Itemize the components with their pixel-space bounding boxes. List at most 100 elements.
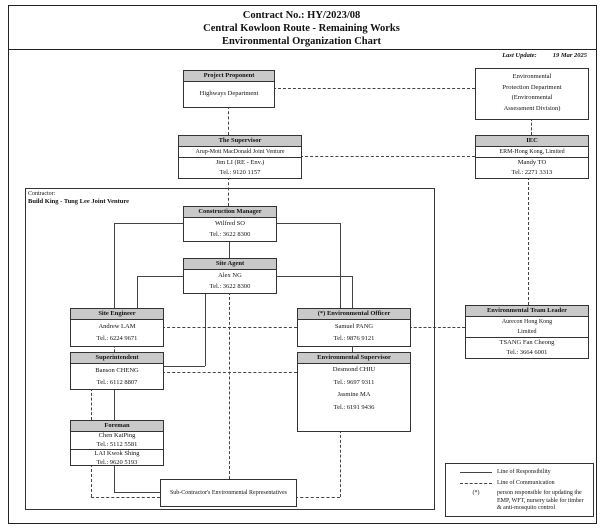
page-border: [8, 5, 597, 524]
box-header: Construction Manager: [184, 207, 276, 218]
box-line: Alex NG: [218, 272, 242, 279]
box-line: Tel.: 9697 9311: [333, 378, 375, 386]
connector-cm-siteengineer-h: [114, 223, 183, 224]
connector-se-superintendent: [114, 345, 115, 352]
legend-communication-label: Line of Communication: [497, 480, 555, 486]
title-project: Central Kowloon Route - Remaining Works: [203, 23, 400, 34]
box-header: Environmental Supervisor: [298, 353, 410, 364]
connector-left-subcontractor-h: [91, 497, 160, 498]
box-environmental-supervisor: Environmental Supervisor Desmond CHIU Te…: [297, 352, 411, 432]
connector-supervisor-cm: [228, 177, 229, 206]
title-divider: [8, 49, 596, 50]
box-header: The Supervisor: [179, 136, 301, 147]
connector-sa-subcontractor: [229, 292, 230, 479]
box-line: Jasmine MA: [337, 391, 371, 398]
box-line: Tel.: 6112 8807: [96, 379, 138, 386]
box-line: Tel.: 2271 3313: [511, 169, 553, 176]
box-line: Tel.: 3622 8300: [209, 283, 251, 290]
box-environmental-team-leader: Environmental Team Leader Aurecon Hong K…: [465, 305, 589, 359]
box-line: TSANG Fan Cheong: [499, 339, 555, 346]
legend-responsibility-label: Line of Responsibility: [497, 469, 551, 475]
connector-eo-envsupervisor: [352, 345, 353, 352]
page-title: Contract No.: HY/2023/08 Central Kowloon…: [0, 9, 603, 48]
box-organisation: ERM-Hong Kong, Limited: [476, 147, 588, 158]
box-line: Tel.: 9120 1157: [219, 169, 261, 176]
box-line: Samuel PANG: [334, 323, 374, 330]
connector-sa-siteengineer-v: [137, 276, 138, 308]
connector-sa-siteengineer-h: [137, 276, 183, 277]
star-note: person responsible for updating the EMP,…: [497, 490, 584, 511]
box-line: (Environmental: [511, 94, 553, 101]
connector-foreman-subcontractor-h: [114, 492, 160, 493]
box-header: Project Proponent: [184, 71, 274, 82]
box-line: Jim LI (RE - Env.): [215, 159, 265, 166]
box-site-engineer: Site Engineer Andrew LAM Tel.: 6224 9671: [70, 308, 164, 347]
box-line: Environmental: [512, 73, 552, 80]
box-line: Assessment Division): [503, 104, 561, 112]
box-line: Sub-Contractor's Environmental Represent…: [169, 490, 288, 496]
box-header: IEC: [476, 136, 588, 147]
box-header: Superintendent: [71, 353, 163, 364]
last-update-label: Last Update:: [502, 52, 537, 59]
box-line: Protection Department: [502, 83, 562, 91]
legend-star-row: (*) person responsible for updating the …: [460, 490, 587, 513]
connector-sa-superintendent-h: [162, 366, 205, 367]
dashed-line-sample: [460, 482, 492, 484]
connector-cm-siteengineer-v: [114, 223, 115, 308]
box-line: Banson CHENG: [95, 367, 139, 374]
title-chart: Environmental Organization Chart: [221, 36, 382, 47]
box-line: Chen KaiPing: [98, 432, 136, 439]
connector-cm-siteagent: [229, 240, 230, 258]
box-superintendent: Superintendent Banson CHENG Tel.: 6112 8…: [70, 352, 164, 390]
connector-foreman-subcontractor-v: [114, 464, 115, 492]
last-update: Last Update: 19 Mar 2025: [502, 52, 587, 59]
box-line: Wilfred SO: [215, 220, 245, 227]
connector-supervisor-iec: [300, 156, 475, 157]
connector-es-subcontractor-h: [295, 497, 340, 498]
box-epd: Environmental Protection Department (Env…: [475, 68, 589, 120]
connector-superintendent-down: [91, 388, 92, 420]
box-line: Tel.: 5112 5581: [96, 440, 138, 448]
connector-pp-epd: [273, 88, 475, 89]
box-line: Tel.: 3664 6001: [506, 349, 548, 356]
box-construction-manager: Construction Manager Wilfred SO Tel.: 36…: [183, 206, 277, 242]
connector-iec-etl: [528, 177, 529, 305]
box-organisation-line: Aurecon Hong Kong: [501, 319, 553, 325]
contractor-label-title: Contractor:: [28, 191, 56, 197]
box-organisation: Arup-Mott MacDonald Joint Venture: [179, 147, 301, 158]
solid-line-sample: [460, 471, 492, 473]
connector-cm-envofficer-h: [275, 223, 340, 224]
box-subcontractor-representatives: Sub-Contractor's Environmental Represent…: [160, 479, 297, 507]
contractor-frame: [25, 188, 435, 510]
connector-pp-supervisor: [228, 106, 229, 135]
box-line: Tel.: 9876 9121: [333, 335, 375, 342]
box-environmental-officer: (*) Environmental Officer Samuel PANG Te…: [297, 308, 411, 347]
box-header: (*) Environmental Officer: [298, 309, 410, 320]
box-line: Mandy TO: [517, 159, 547, 166]
connector-sa-envofficer-v: [352, 276, 353, 308]
title-contract-no: Contract No.: HY/2023/08: [242, 10, 361, 21]
contractor-name: Build King - Tung Lee Joint Venture: [28, 198, 130, 205]
connector-epd-iec: [531, 118, 532, 135]
box-site-agent: Site Agent Alex NG Tel.: 3622 8300: [183, 258, 277, 294]
legend-responsibility-row: Line of Responsibility: [460, 469, 587, 475]
connector-sa-envofficer-h: [275, 276, 352, 277]
box-header: Foreman: [71, 421, 163, 432]
box-header: Site Engineer: [71, 309, 163, 320]
box-project-proponent: Project Proponent Highways Department: [183, 70, 275, 108]
connector-superintendent-es: [162, 372, 297, 373]
connector-eo-etl: [409, 327, 465, 328]
last-update-date: 19 Mar 2025: [552, 52, 587, 59]
box-iec: IEC ERM-Hong Kong, Limited Mandy TO Tel.…: [475, 135, 589, 179]
box-foreman: Foreman Chen KaiPing Tel.: 5112 5581 LAI…: [70, 420, 164, 466]
legend: Line of Responsibility Line of Communica…: [445, 463, 594, 517]
box-line: Desmond CHIU: [332, 366, 376, 373]
connector-superintendent-foreman: [114, 388, 115, 420]
box-line: Tel.: 6224 9671: [96, 335, 138, 342]
box-organisation: Aurecon Hong Kong Limited: [466, 317, 588, 338]
box-header: Environmental Team Leader: [466, 306, 588, 317]
connector-cm-envofficer-v: [340, 223, 341, 308]
box-line: Andrew LAM: [98, 323, 136, 330]
connector-es-subcontractor-v: [340, 430, 341, 497]
